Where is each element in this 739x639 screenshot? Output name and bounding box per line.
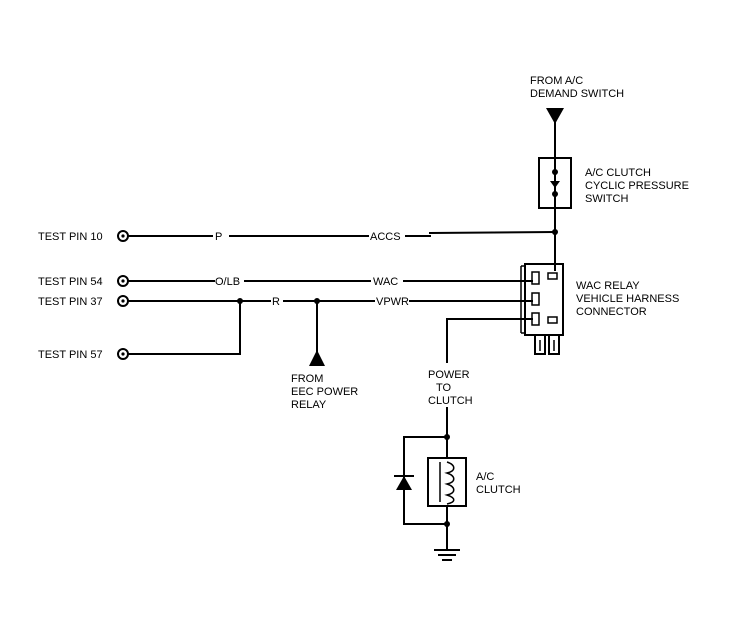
- power-to-clutch-line3: CLUTCH: [428, 395, 473, 407]
- wire-color-olb: O/LB: [215, 276, 240, 288]
- eec-relay-line1: FROM: [291, 373, 323, 385]
- ac-clutch-label: A/C CLUTCH: [476, 471, 521, 496]
- wire-color-r: R: [272, 296, 280, 308]
- clutch-coil-icon: [439, 461, 455, 505]
- clutch-bottom-junction-dot: [444, 521, 450, 527]
- pressure-switch-line3: SWITCH: [585, 193, 628, 205]
- wire-color-p: P: [215, 231, 222, 243]
- circuit-wac: WAC: [373, 276, 398, 288]
- circuit-vpwr: VPWR: [376, 296, 409, 308]
- accs-wire: [127, 230, 557, 237]
- power-to-clutch-line1: POWER: [428, 369, 470, 381]
- wac-relay-connector-label: WAC RELAY VEHICLE HARNESS CONNECTOR: [576, 280, 679, 318]
- ground-icon: [434, 549, 460, 561]
- from-ac-line1: FROM A/C: [530, 75, 583, 87]
- eec-power-arrow-icon: [309, 350, 325, 366]
- relay-connector-line1: WAC RELAY: [576, 280, 640, 292]
- eec-relay-line3: RELAY: [291, 399, 327, 411]
- wac-relay-connector: [520, 263, 564, 355]
- clutch-line2: CLUTCH: [476, 484, 521, 496]
- clutch-box: [427, 457, 467, 507]
- clutch-line1: A/C: [476, 471, 494, 483]
- power-to-clutch-label: POWER TO CLUTCH: [428, 369, 473, 407]
- test-pin-54: TEST PIN 54: [38, 275, 129, 288]
- test-pin-10: TEST PIN 10: [38, 230, 129, 243]
- test-pin-37-label: TEST PIN 37: [38, 296, 103, 308]
- power-to-clutch-line2: TO: [436, 382, 452, 394]
- circuit-accs: ACCS: [370, 231, 401, 243]
- test-pin-57-label: TEST PIN 57: [38, 349, 103, 361]
- test-pin-54-label: TEST PIN 54: [38, 276, 103, 288]
- from-ac-demand-switch-label: FROM A/C DEMAND SWITCH: [530, 75, 624, 100]
- pin57-wire: [127, 300, 241, 355]
- pressure-switch-contacts-icon: [550, 157, 560, 209]
- eec-power-relay-label: FROM EEC POWER RELAY: [291, 373, 358, 411]
- pressure-switch-line2: CYCLIC PRESSURE: [585, 180, 689, 192]
- from-ac-line2: DEMAND SWITCH: [530, 88, 624, 100]
- pressure-switch-line1: A/C CLUTCH: [585, 167, 651, 179]
- demand-switch-arrow-icon: [546, 108, 564, 124]
- relay-connector-line3: CONNECTOR: [576, 306, 647, 318]
- eec-relay-line2: EEC POWER: [291, 386, 358, 398]
- test-pin-10-label: TEST PIN 10: [38, 231, 103, 243]
- test-pin-37: TEST PIN 37: [38, 295, 129, 308]
- power-to-clutch-wire: [446, 318, 533, 459]
- relay-connector-line2: VEHICLE HARNESS: [576, 293, 679, 305]
- test-pin-57: TEST PIN 57: [38, 348, 129, 361]
- diode-icon: [394, 475, 414, 490]
- pressure-switch-label: A/C CLUTCH CYCLIC PRESSURE SWITCH: [585, 167, 689, 205]
